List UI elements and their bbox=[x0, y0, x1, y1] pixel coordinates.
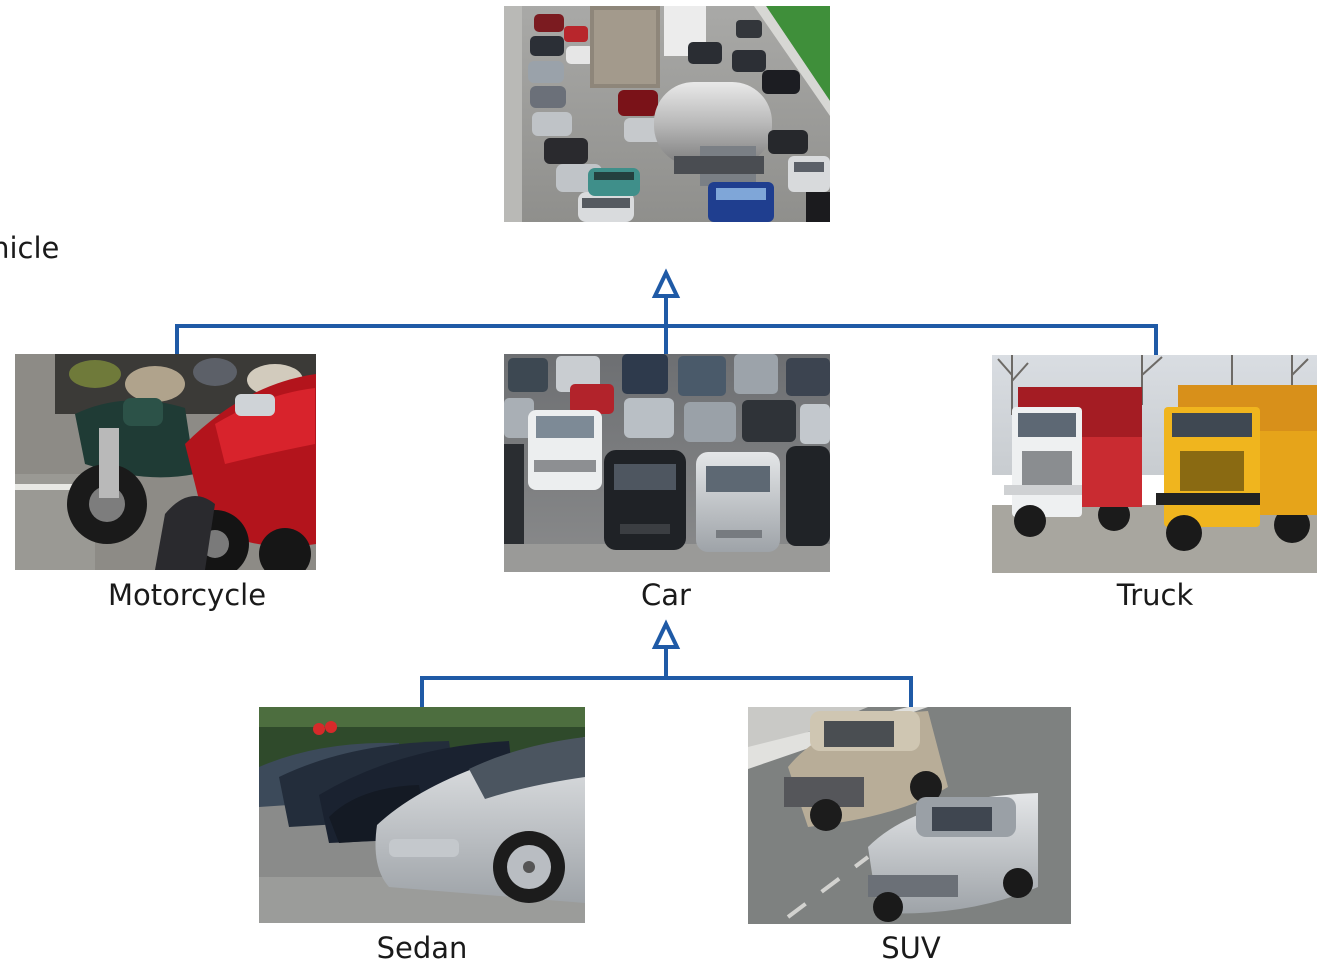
vehicle-label: Vehicle bbox=[0, 231, 59, 265]
suv-label: SUV bbox=[881, 931, 941, 963]
connectors bbox=[175, 268, 1158, 708]
car-image bbox=[504, 354, 830, 572]
car-inheritance-arrowhead-icon bbox=[651, 619, 681, 649]
motorcycle-image bbox=[15, 354, 316, 570]
motorcycle-label: Motorcycle bbox=[108, 578, 266, 612]
suv-image bbox=[748, 707, 1071, 924]
sedan-label: Sedan bbox=[377, 931, 468, 963]
truck-label: Truck bbox=[1116, 578, 1194, 612]
sedan-image bbox=[259, 707, 585, 923]
vehicle-generalization-connector bbox=[175, 268, 1158, 355]
truck-image bbox=[992, 355, 1317, 573]
vehicle-inheritance-arrowhead-icon bbox=[651, 268, 681, 298]
vehicle-image bbox=[504, 6, 830, 222]
car-bus-line bbox=[420, 676, 913, 708]
car-generalization-connector bbox=[420, 619, 913, 708]
car-label: Car bbox=[641, 578, 691, 612]
